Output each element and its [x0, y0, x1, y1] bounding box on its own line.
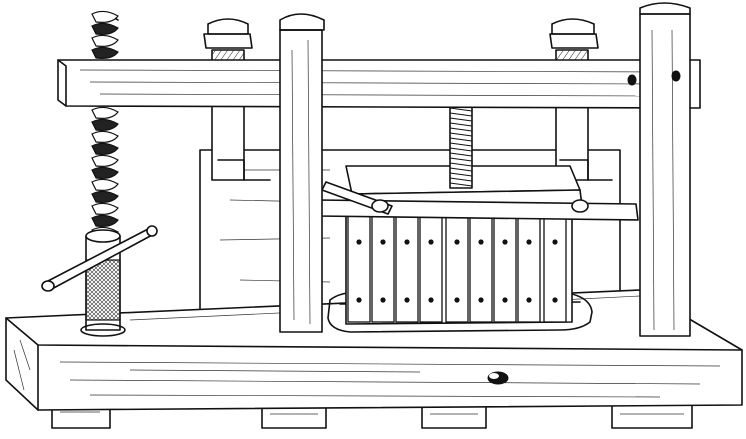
- thread-line: [449, 137, 473, 142]
- nail-dot: [404, 239, 410, 245]
- screw-thread: [91, 178, 119, 191]
- basket-slat: [493, 209, 517, 323]
- screw-thread: [91, 154, 119, 167]
- nail-dot: [404, 297, 410, 303]
- nail-dot: [526, 239, 532, 245]
- thread-line: [449, 127, 473, 132]
- basket-slat: [347, 209, 371, 323]
- nail-dot: [428, 297, 434, 303]
- nail-dot: [526, 297, 532, 303]
- screw-thread: [91, 130, 119, 143]
- thread-line: [449, 107, 473, 112]
- press-basket-icon: [345, 165, 583, 325]
- nail-dot: [478, 239, 484, 245]
- nail-dot: [502, 239, 508, 245]
- nail-dot: [478, 297, 484, 303]
- screw-thread: [91, 22, 119, 35]
- screw-thread: [91, 142, 119, 155]
- screw-thread: [91, 46, 119, 59]
- basket-slat: [543, 209, 567, 323]
- basket-slat: [469, 209, 493, 323]
- nail-dot: [380, 239, 386, 245]
- screw-thread: [91, 118, 119, 131]
- screw-thread: [91, 34, 119, 47]
- nail-dot: [454, 239, 460, 245]
- thread-line: [449, 152, 473, 157]
- nail-dot: [502, 297, 508, 303]
- left-screw-icon: [80, 10, 126, 337]
- nail-dot: [428, 239, 434, 245]
- screw-thread: [91, 10, 119, 23]
- nail-dot: [380, 297, 386, 303]
- screw-thread: [91, 214, 119, 227]
- center-screw-icon: [449, 103, 473, 189]
- thread-line: [449, 142, 473, 147]
- thread-line: [449, 122, 473, 127]
- thread-line: [449, 112, 473, 117]
- basket-slat: [371, 209, 395, 323]
- basket-slat: [395, 209, 419, 323]
- left-post-icon: [279, 13, 325, 333]
- basket-slat: [517, 209, 541, 323]
- right-post-icon: [639, 2, 691, 337]
- thread-line: [449, 172, 473, 177]
- thread-line: [449, 167, 473, 172]
- crossbeam-icon: [57, 59, 701, 109]
- screw-handle-icon: [41, 225, 158, 292]
- basket-slat: [445, 209, 469, 323]
- thread-line: [449, 147, 473, 152]
- screw-thread: [91, 166, 119, 179]
- screw-thread: [91, 202, 119, 215]
- thread-line: [449, 132, 473, 137]
- nail-dot: [552, 239, 558, 245]
- thread-line: [449, 177, 473, 182]
- thread-line: [449, 157, 473, 162]
- screw-thread: [91, 190, 119, 203]
- press-board-icon: [317, 181, 639, 221]
- basket-slat: [419, 209, 443, 323]
- screw-thread: [91, 106, 119, 119]
- thread-line: [449, 182, 473, 187]
- nail-dot: [454, 297, 460, 303]
- nail-dot: [552, 297, 558, 303]
- nail-dot: [356, 239, 362, 245]
- nail-dot: [356, 297, 362, 303]
- thread-line: [449, 162, 473, 167]
- thread-line: [449, 117, 473, 122]
